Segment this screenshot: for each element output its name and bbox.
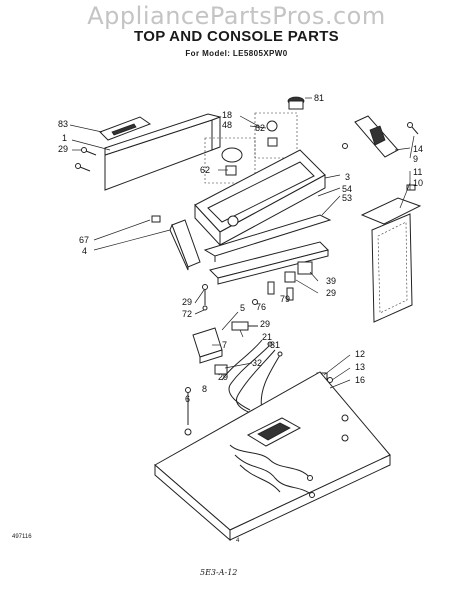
callout: 3 — [345, 172, 350, 182]
callout: 14 — [413, 144, 423, 154]
callout: 29 — [218, 372, 228, 382]
screw-9 — [342, 122, 419, 149]
callout: 21 — [262, 332, 272, 342]
callout: 12 — [355, 349, 365, 359]
screws-6-8 — [184, 387, 192, 436]
callout: 72 — [182, 309, 192, 319]
page-title: TOP AND CONSOLE PARTS — [134, 28, 339, 45]
console-end-cap-part-83 — [99, 116, 152, 141]
callout: 48 — [222, 120, 232, 130]
leader-lines — [69, 97, 415, 389]
callout: 29 — [326, 288, 336, 298]
console-rear-panel — [104, 113, 222, 191]
right-end-cap-part-14 — [354, 115, 399, 158]
callout: 62 — [255, 123, 265, 133]
callout: 29 — [260, 319, 270, 329]
switch-box-dashed — [254, 112, 298, 159]
callout: 18 — [222, 110, 232, 120]
callout: 6 — [185, 394, 190, 404]
connector-part-32 — [214, 364, 228, 375]
dryer-top-panel — [154, 371, 391, 542]
callout: 1 — [62, 133, 67, 143]
timer-box-dashed — [204, 137, 256, 184]
callout: 13 — [355, 362, 365, 372]
console-bracket-part-53 — [203, 214, 332, 262]
callout: 53 — [342, 193, 352, 203]
footer-code: 497116 — [12, 534, 32, 540]
clip-part-67 — [151, 215, 161, 223]
thermostat-part-21 — [231, 321, 258, 331]
callout: 8 — [202, 384, 207, 394]
callout: 11 — [413, 167, 422, 177]
terminal-block-part-7 — [192, 327, 223, 364]
callout: 79 — [280, 294, 290, 304]
callout: 39 — [326, 276, 336, 286]
callout: 29 — [182, 297, 192, 307]
lint-filter-screen-part-10 — [371, 213, 413, 323]
screws-76-79 — [252, 281, 294, 305]
callout: 67 — [79, 235, 89, 245]
callout: 7 — [222, 340, 227, 350]
callout: 76 — [256, 302, 266, 312]
callout: 31 — [270, 340, 280, 350]
console-base-rail — [209, 241, 329, 285]
callout: 62 — [200, 165, 210, 175]
callout: 81 — [314, 93, 324, 103]
footer-page-number: 4 — [236, 538, 240, 544]
lint-filter-frame-part-11 — [360, 184, 422, 225]
lower-wiring-harness — [229, 444, 315, 498]
callout: 4 — [82, 246, 87, 256]
end-cap-part-4 — [169, 219, 201, 271]
callout: 54 — [342, 184, 352, 194]
timer-knob-part-81 — [287, 96, 305, 110]
callout: 29 — [58, 144, 68, 154]
model-subtitle: For Model: LE5805XPW0 — [185, 49, 288, 58]
callout: 10 — [413, 178, 423, 188]
callout-numbers: 81 18 48 62 62 83 1 29 3 54 53 14 9 11 1… — [58, 93, 423, 404]
footer-signature: 5E3-A-12 — [200, 568, 238, 577]
main-console-panel-part-3 — [194, 149, 326, 247]
screw-29-72 — [202, 284, 208, 311]
screw-29-left — [75, 147, 97, 172]
watermark: AppliancePartsPros.com — [87, 2, 386, 30]
callout: 83 — [58, 119, 68, 129]
callout: 32 — [252, 358, 262, 368]
switch-part-39 — [284, 261, 313, 283]
callout: 9 — [413, 154, 418, 164]
callout: 5 — [240, 303, 245, 313]
callout: 16 — [355, 375, 365, 385]
